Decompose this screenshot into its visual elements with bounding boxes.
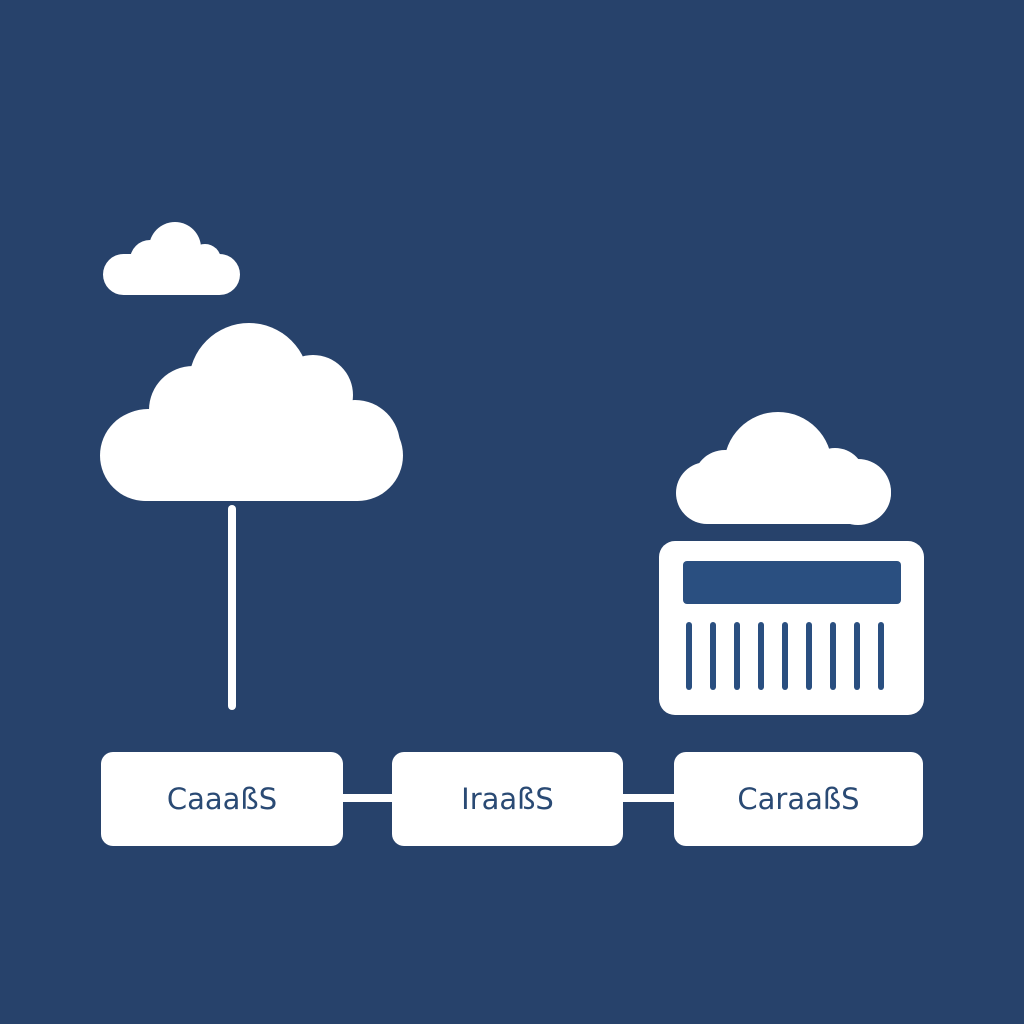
service-box-3-label: CaraaßS: [737, 782, 860, 816]
service-box-2-label: IraaßS: [461, 782, 554, 816]
right-cloud-icon: [676, 412, 891, 525]
vertical-connector: [228, 505, 236, 710]
connector-1-2: [343, 794, 392, 802]
large-cloud-icon: [100, 323, 403, 501]
server-vents: [686, 622, 884, 690]
small-cloud-icon: [103, 222, 240, 295]
service-box-2: IraaßS: [392, 752, 623, 846]
server-icon: [659, 541, 924, 715]
service-box-1: CaaaßS: [101, 752, 343, 846]
service-box-1-label: CaaaßS: [166, 782, 278, 816]
connector-2-3: [623, 794, 674, 802]
service-box-3: CaraaßS: [674, 752, 923, 846]
